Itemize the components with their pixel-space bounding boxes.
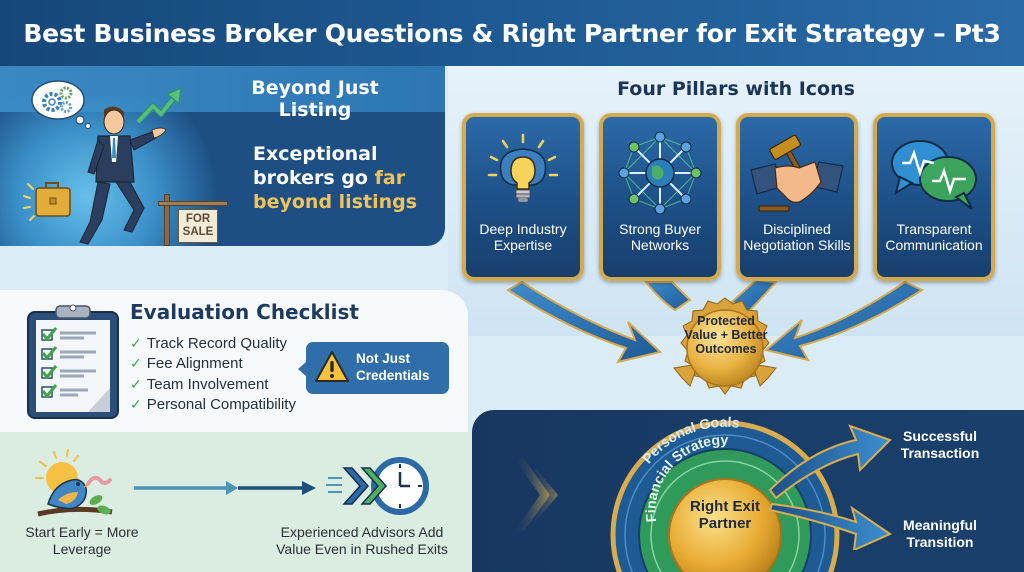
beyond-listing-panel: Beyond Just Listing [0, 66, 445, 246]
pillar-card-expertise: Deep Industry Expertise [462, 113, 584, 281]
experienced-advisors-label: Experienced Advisors Add Value Even in R… [276, 524, 448, 557]
chevron-double-icon [514, 459, 558, 531]
briefcase-icon [23, 182, 71, 221]
businessman-figure [79, 106, 167, 245]
pillar-card-communication: Transparent Communication [873, 113, 995, 281]
clipboard-icon [27, 304, 119, 419]
gavel-handshake-icon [750, 134, 844, 211]
protected-value-badge [673, 297, 777, 395]
thought-gears-icon [31, 80, 91, 129]
callout-text: Not Just Credentials [356, 351, 430, 383]
checklist-item-label: Fee Alignment [146, 355, 243, 373]
pillar-icon-wrap [603, 125, 717, 220]
not-just-credentials-callout: Not Just Credentials [298, 342, 449, 394]
fast-forward-clock-icon [326, 457, 429, 515]
header-bar: Best Business Broker Questions & Right P… [0, 0, 1024, 66]
target-rings-diagram: Personal Goals Financial Strategy [610, 414, 840, 572]
early-bird-icon [35, 449, 113, 517]
checklist-title: Evaluation Checklist [130, 300, 359, 324]
outcome-successful-transaction: Successful Transaction [900, 428, 980, 461]
pillar-card-negotiation: Disciplined Negotiation Skills [736, 113, 858, 281]
pillar-label: Strong Buyer Networks [619, 221, 701, 253]
for-sale-sign: FOR SALE [158, 194, 228, 246]
badge-text: Protected Value + Better Outcomes [684, 314, 768, 356]
pillar-label: Disciplined Negotiation Skills [743, 221, 851, 253]
pillar-card-networks: Strong Buyer Networks [599, 113, 721, 281]
network-globe-icon [618, 131, 702, 214]
pillars-title: Four Pillars with Icons [617, 78, 855, 100]
chat-bubbles-icon [891, 139, 977, 210]
trend-arrow-icon [135, 86, 182, 125]
pillar-icon-wrap [466, 125, 580, 220]
beyond-listing-title: Beyond Just Listing [251, 77, 379, 121]
timeline-arrow [134, 481, 316, 495]
lightbulb-brain-icon [487, 133, 559, 202]
check-icon: ✓ [130, 334, 142, 351]
checklist-item: ✓ Team Involvement [130, 374, 296, 395]
check-icon: ✓ [130, 396, 142, 413]
right-exit-partner-label: Right Exit Partner [690, 498, 760, 532]
sign-line-2: SALE [182, 226, 214, 238]
checklist-items: ✓ Track Record Quality ✓ Fee Alignment ✓… [130, 333, 296, 415]
tagline-text: Exceptional brokers go [253, 143, 378, 189]
check-icon: ✓ [130, 355, 142, 372]
start-early-label: Start Early = More Leverage [25, 524, 139, 557]
pillar-label: Transparent Communication [885, 221, 983, 253]
pillar-label: Deep Industry Expertise [479, 221, 567, 253]
outcome-arrows [768, 424, 893, 550]
pillar-icon-wrap [740, 125, 854, 220]
checklist-item: ✓ Fee Alignment [130, 354, 296, 375]
checklist-item: ✓ Personal Compatibility [130, 395, 296, 416]
check-icon: ✓ [130, 375, 142, 392]
checklist-item-label: Team Involvement [146, 375, 269, 393]
sign-line-1: FOR [185, 213, 211, 225]
pillar-icon-wrap [877, 125, 991, 220]
page-title: Best Business Broker Questions & Right P… [23, 18, 1001, 48]
checklist-item: ✓ Track Record Quality [130, 333, 296, 354]
beyond-listing-tagline: Exceptional brokers go far beyond listin… [253, 142, 433, 214]
checklist-item-label: Personal Compatibility [146, 396, 296, 414]
tagline-highlight: far beyond listings [253, 167, 418, 213]
outcome-meaningful-transition: Meaningful Transition [903, 517, 977, 550]
checklist-item-label: Track Record Quality [146, 334, 288, 352]
warning-icon [315, 351, 349, 382]
